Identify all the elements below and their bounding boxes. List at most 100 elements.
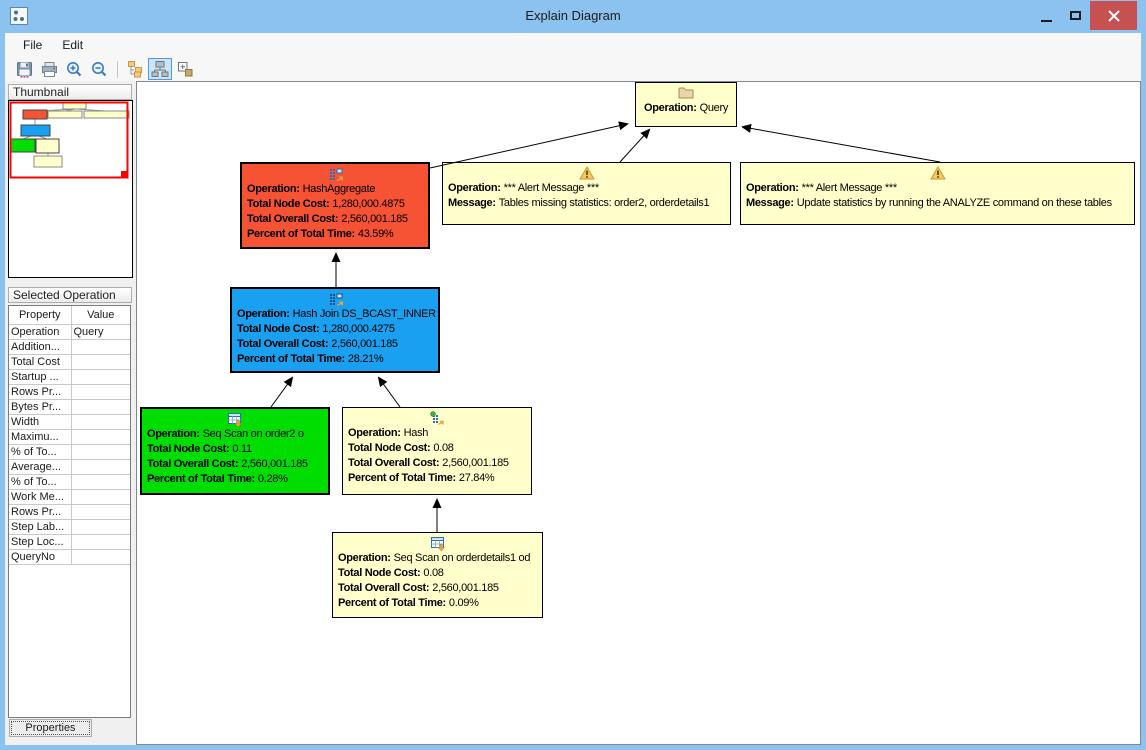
layout-tree-icon: [128, 61, 142, 78]
print-button[interactable]: [37, 58, 61, 80]
column-header-value[interactable]: Value: [70, 306, 130, 325]
property-cell: % of To...: [9, 473, 72, 490]
property-row[interactable]: Startup ...: [9, 368, 130, 385]
node-alert-message-2[interactable]: Operation:*** Alert Message *** Message:…: [740, 162, 1135, 225]
value-cell: [70, 353, 130, 370]
node-line: Total Overall Cost:2,560,001.185: [237, 338, 398, 350]
maximize-button[interactable]: [1061, 1, 1090, 30]
property-cell: Rows Pr...: [9, 503, 72, 520]
node-line: Total Overall Cost:2,560,001.185: [338, 582, 499, 594]
node-line: Operation:Hash: [348, 427, 429, 439]
save-button[interactable]: [12, 58, 36, 80]
diagram-canvas: Operation:Query Operation:HashAggregate …: [136, 81, 1141, 745]
titlebar: Explain Diagram: [0, 0, 1146, 33]
hash-aggregate-icon: [242, 164, 428, 182]
print-icon: [41, 61, 57, 77]
property-row[interactable]: Width: [9, 413, 130, 430]
hash-build-icon: [343, 408, 531, 426]
property-cell: Rows Pr...: [9, 383, 72, 400]
property-row[interactable]: Average...: [9, 458, 130, 475]
value-cell: [70, 458, 130, 475]
maximize-icon: [1070, 11, 1081, 20]
value-cell: [70, 443, 130, 460]
property-row[interactable]: Work Me...: [9, 488, 130, 505]
folder-icon: [636, 83, 736, 101]
property-row[interactable]: Addition...: [9, 338, 130, 355]
node-line: Total Overall Cost:2,560,001.185: [247, 213, 408, 225]
thumbnail-viewport-rect[interactable]: [9, 101, 129, 179]
zoom-in-button[interactable]: [62, 58, 86, 80]
node-seq-scan-order2[interactable]: Operation:Seq Scan on order2 o Total Nod…: [140, 407, 330, 495]
value-cell: [70, 398, 130, 415]
node-line: Operation:HashAggregate: [247, 183, 376, 195]
layout-compact-icon: [178, 62, 193, 77]
property-cell: Bytes Pr...: [9, 398, 72, 415]
node-alert-message-1[interactable]: Operation:*** Alert Message *** Message:…: [442, 162, 731, 225]
edge-hash-to-hashjoin: [377, 376, 401, 408]
menu-edit[interactable]: Edit: [62, 38, 84, 52]
property-row[interactable]: Rows Pr...: [9, 383, 130, 400]
property-cell: Width: [9, 413, 72, 430]
app-icon: [10, 7, 28, 25]
node-hashaggregate[interactable]: Operation:HashAggregate Total Node Cost:…: [240, 162, 430, 249]
property-row[interactable]: Rows Pr...: [9, 503, 130, 520]
properties-tab[interactable]: Properties: [9, 719, 92, 737]
close-button[interactable]: [1090, 1, 1137, 30]
toolbar: [5, 57, 1141, 81]
property-cell: Average...: [9, 458, 72, 475]
property-row[interactable]: Bytes Pr...: [9, 398, 130, 415]
node-line: Total Node Cost:0.11: [147, 443, 252, 455]
layout-tree-button[interactable]: [123, 58, 147, 80]
node-line: Operation:Hash Join DS_BCAST_INNER: [237, 308, 436, 320]
menubar: File Edit: [5, 33, 1141, 57]
node-line: Message:Tables missing statistics: order…: [448, 197, 710, 209]
viewport-resize-handle[interactable]: [121, 171, 128, 178]
node-query[interactable]: Operation:Query: [635, 82, 737, 127]
property-row[interactable]: Step Lab...: [9, 518, 130, 535]
property-row[interactable]: QueryNo: [9, 548, 130, 565]
property-row[interactable]: % of To...: [9, 443, 130, 460]
selected-operation-header: Selected Operation: [8, 287, 132, 303]
thumbnail-minimap: [9, 101, 130, 179]
zoom-in-icon: [67, 62, 82, 77]
menu-file[interactable]: File: [23, 38, 43, 52]
layout-hierarchy-button[interactable]: [148, 58, 172, 80]
thumbnail-panel[interactable]: [8, 100, 133, 278]
node-line: Total Node Cost:1,280,000.4275: [237, 323, 395, 335]
edge-seqscan-order2-to-hashjoin: [270, 376, 294, 408]
save-icon: [16, 61, 32, 78]
node-line: Operation:Seq Scan on order2 o: [147, 428, 304, 440]
layout-hierarchy-icon: [151, 61, 169, 77]
warning-icon: [741, 163, 1134, 181]
property-cell: Step Lab...: [9, 518, 72, 535]
property-cell: Addition...: [9, 338, 72, 355]
minimize-button[interactable]: [1032, 1, 1061, 30]
property-cell: Maximu...: [9, 428, 72, 445]
value-cell: [70, 473, 130, 490]
close-icon: [1107, 9, 1120, 22]
node-line: Operation:Query: [643, 102, 729, 114]
node-hash-join[interactable]: Operation:Hash Join DS_BCAST_INNER Total…: [230, 287, 440, 373]
property-row[interactable]: Maximu...: [9, 428, 130, 445]
node-line: Operation:*** Alert Message ***: [448, 182, 599, 194]
node-line: Percent of Total Time:27.84%: [348, 472, 495, 484]
value-cell: [70, 503, 130, 520]
node-line: Total Overall Cost:2,560,001.185: [348, 457, 509, 469]
property-row[interactable]: Step Loc...: [9, 533, 130, 550]
property-row[interactable]: Total Cost: [9, 353, 130, 370]
layout-compact-button[interactable]: [173, 58, 197, 80]
property-row[interactable]: % of To...: [9, 473, 130, 490]
node-line: Operation:*** Alert Message ***: [746, 182, 897, 194]
node-seq-scan-orderdetails1[interactable]: Operation:Seq Scan on orderdetails1 od T…: [332, 532, 543, 618]
hash-join-icon: [232, 289, 438, 307]
column-header-property[interactable]: Property: [9, 306, 72, 325]
node-hash[interactable]: Operation:Hash Total Node Cost:0.08 Tota…: [342, 407, 532, 495]
node-line: Total Node Cost:0.08: [348, 442, 454, 454]
value-cell: [70, 533, 130, 550]
value-cell: [70, 518, 130, 535]
node-line: Operation:Seq Scan on orderdetails1 od: [338, 552, 531, 564]
zoom-out-button[interactable]: [87, 58, 111, 80]
seq-scan-icon: [142, 409, 328, 428]
